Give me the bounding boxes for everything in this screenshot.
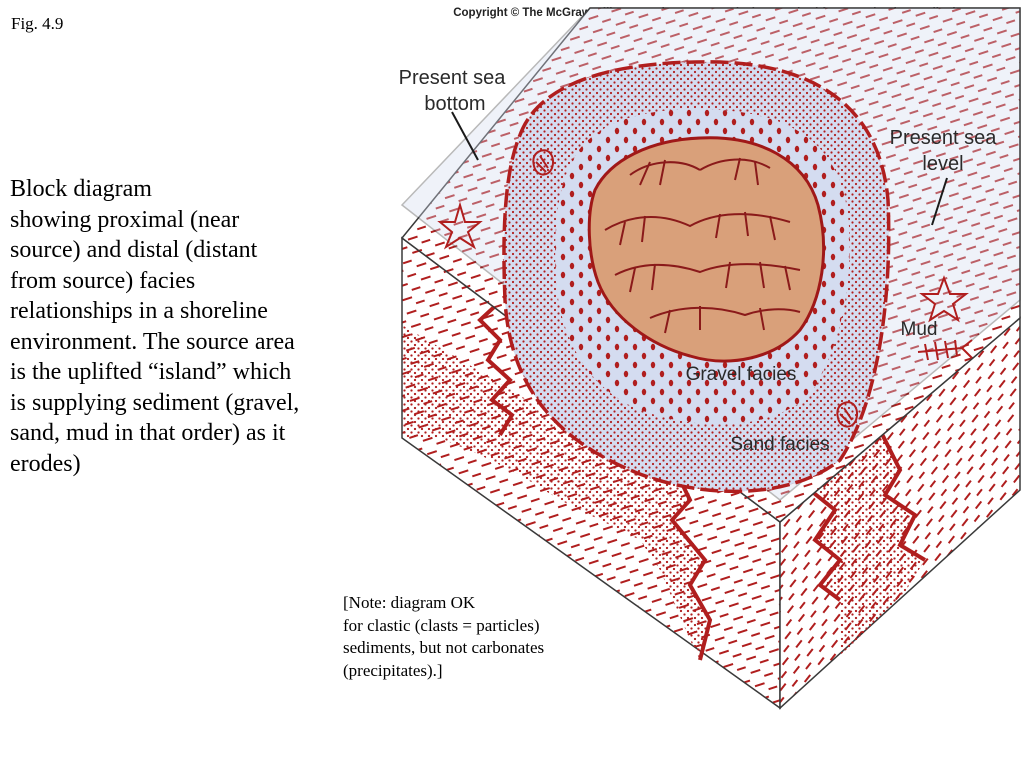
label-mud: Mud [901,319,938,340]
right-interfinger-line-2 [808,488,843,602]
sea-level-leader [931,177,948,226]
fish-fossil-icon [917,339,973,361]
caption-line: is supplying sediment (gravel, [10,389,300,416]
caption-line: is the uplifted “island” which [10,359,292,385]
caption-line: source) and distal (distant [10,237,258,263]
caption-line: sand, mud in that order) as it [10,420,286,446]
note-line: for clastic (clasts = particles) [343,615,540,635]
shell-icon [532,149,554,176]
caption-line: erodes) [10,450,81,477]
starfish-icon-2 [919,275,969,323]
island-source-area [587,136,826,363]
front-interfinger-line-2 [666,454,713,661]
label-gravel-facies: Gravel facies [686,364,797,385]
caption-text: Block diagram showing proximal (near sou… [10,174,430,479]
figure-label: Fig. 4.9 [11,14,64,33]
island-ridges [604,157,801,334]
note-text: [Note: diagram OK for clastic (clasts = … [343,592,643,682]
starfish-icon [437,201,483,250]
caption-line: environment. The source area [10,328,295,355]
note-line: [Note: diagram OK [343,593,476,612]
label-sea-level-1: Present sea [890,127,998,149]
caption-line: from source) facies [10,267,196,294]
label-sea-bottom-1: Present sea [399,67,507,89]
sea-bottom-leader [451,111,479,161]
shell-icon-2 [836,401,858,428]
caption-line: Block diagram [10,176,152,202]
label-sea-level-2: level [922,153,963,175]
front-sand-wedge [402,325,710,660]
label-sea-bottom-2: bottom [424,93,485,115]
caption-line: showing proximal (near [10,206,240,233]
note-line: (precipitates).] [343,660,443,680]
label-sand-facies: Sand facies [730,434,829,455]
note-line: sediments, but not carbonates [343,638,545,657]
caption-line: relationships in a shoreline [10,298,268,324]
front-interfinger-line [477,295,515,437]
